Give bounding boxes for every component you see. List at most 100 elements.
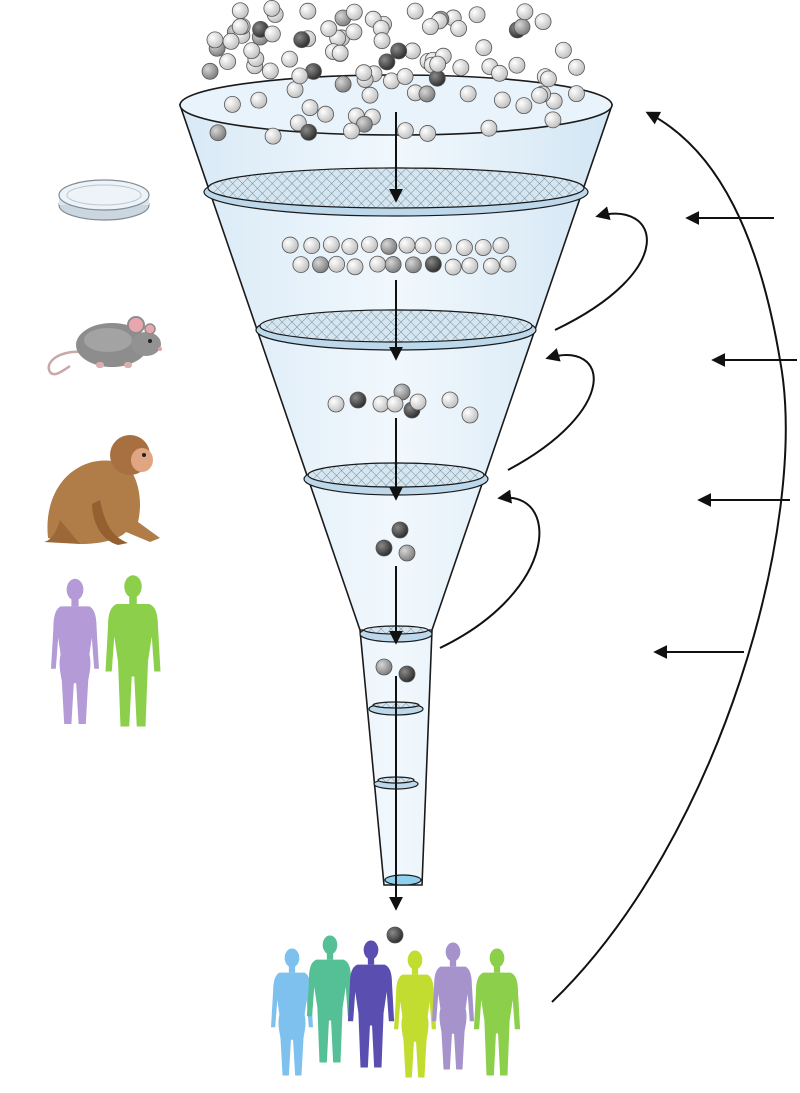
person-silhouette [394,950,436,1078]
compound-sphere [390,42,408,60]
person-silhouette [51,578,99,724]
compound-sphere [474,239,492,256]
compound-sphere [456,239,473,257]
compound-sphere [406,2,424,20]
compound-sphere [312,256,329,274]
compound-sphere [516,3,534,21]
compound-sphere [201,62,219,80]
compound-sphere [398,544,416,562]
compound-sphere [293,31,311,49]
person-silhouette [105,575,161,727]
compound-sphere [428,69,446,87]
loop-arrow-3 [439,489,541,649]
compound-sphere [555,41,572,59]
compound-sphere [281,50,299,68]
compound-sphere [418,85,436,103]
compound-sphere [250,91,268,109]
monkey-icon [44,435,160,545]
compound-sphere [450,20,468,37]
compound-sphere [441,391,459,409]
compound-sphere [264,127,282,145]
compound-sphere [421,18,439,36]
compound-sphere [231,18,249,36]
compound-sphere [231,2,249,20]
compound-sphere [346,258,364,276]
compound-sphere [480,119,498,137]
compound-sphere [568,58,585,76]
compound-sphere [300,123,318,141]
compound-sphere [568,85,585,103]
compound-sphere [327,395,345,413]
compound-sphere [345,23,363,41]
compound-sphere [375,658,393,676]
compound-sphere [452,59,470,76]
compound-sphere [398,236,416,254]
compound-sphere [263,0,281,17]
compound-sphere [475,39,493,57]
compound-sphere [206,31,224,49]
population-icon [271,935,521,1078]
funnel-outlet [384,874,422,886]
compound-sphere [459,85,477,103]
compound-sphere [429,55,447,73]
compound-sphere [303,237,321,254]
compound-sphere [299,2,317,20]
compound-sphere [409,393,427,411]
compound-sphere [384,256,402,273]
compound-sphere [301,99,319,117]
compound-sphere [291,67,309,85]
compound-sphere [263,25,281,43]
compound-sphere [243,42,261,60]
compound-sphere [292,256,310,274]
compound-sphere [513,18,531,36]
compound-sphere [222,32,240,50]
compound-sphere [396,68,414,85]
compound-sphere [375,539,393,557]
compound-sphere [444,258,462,276]
compound-sphere [345,3,363,21]
petri-dish-icon [58,179,150,221]
compound-sphere [322,236,340,254]
loop-arrow-2 [507,348,595,471]
compound-sphere [540,70,557,88]
compound-sphere [386,395,404,413]
compound-sphere [373,32,391,50]
compound-sphere [361,236,378,253]
compound-sphere [534,13,552,31]
compound-sphere [531,86,548,104]
compound-sphere [386,926,404,944]
compound-sphere [331,44,349,62]
feedback-arrows [439,111,797,1003]
compound-sphere [380,238,398,255]
feedback-curve-main [551,111,787,1003]
compound-sphere [261,62,279,80]
compound-sphere [355,64,373,82]
compound-sphere [391,521,409,539]
compound-sphere [544,111,562,129]
compound-sphere [369,255,387,273]
compound-sphere [317,105,334,123]
compound-sphere [398,665,416,683]
compound-sphere [361,86,379,104]
compound-sphere [461,257,479,275]
compound-sphere [414,237,432,255]
compound-sphere [281,236,299,254]
compound-sphere [434,237,452,255]
compound-sphere [378,53,396,71]
compound-sphere [491,64,508,82]
compound-sphere [515,97,533,115]
loop-arrow-1 [554,206,648,331]
person-silhouette [306,935,354,1063]
compound-sphere [483,257,500,275]
compound-sphere [461,406,479,424]
compound-sphere [404,256,422,274]
compound-sphere [492,237,510,254]
mouse-icon [47,316,162,376]
two-humans-icon [51,575,161,727]
compound-sphere [328,255,346,273]
compound-spheres [201,0,585,944]
compound-sphere [219,53,237,70]
compound-sphere [224,96,241,113]
